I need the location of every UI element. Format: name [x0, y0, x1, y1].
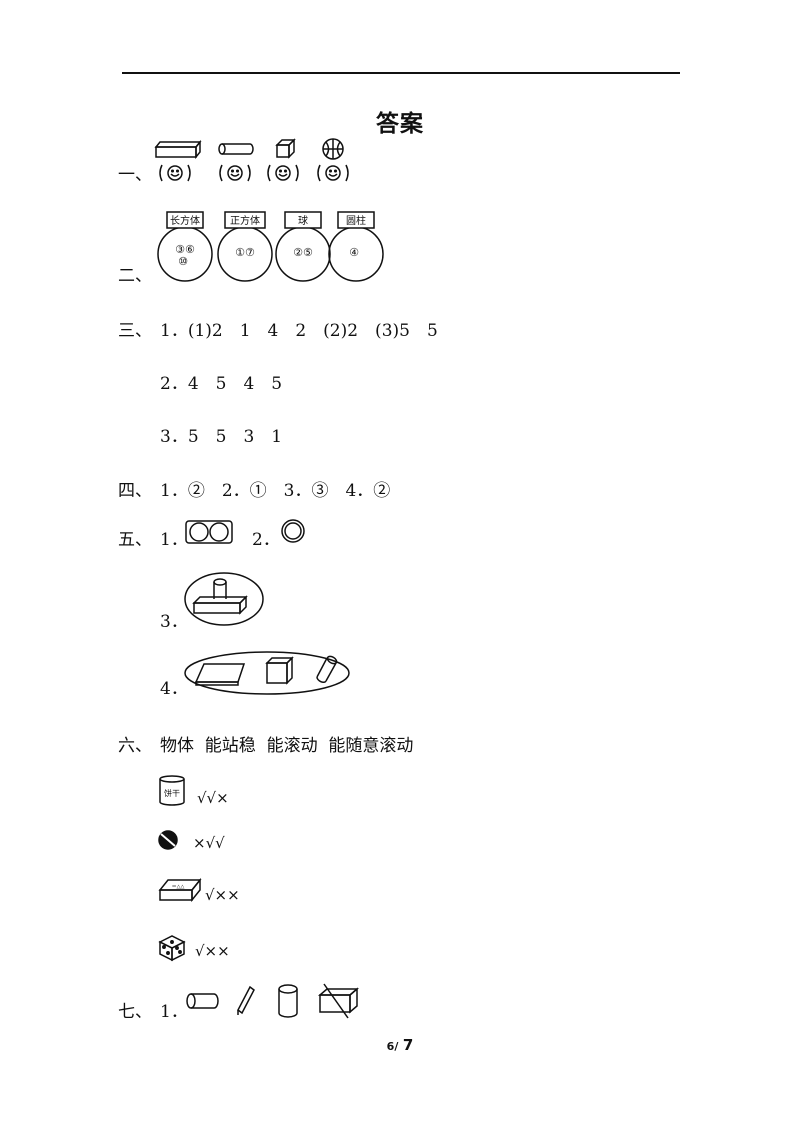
s3-line-3: 3．5 5 3 1: [160, 427, 283, 447]
section-4-label: 四、: [118, 481, 152, 501]
group-items: ⑩: [178, 255, 188, 268]
section-6-label: 六、: [118, 736, 152, 756]
group-label: 圆柱: [346, 214, 366, 227]
lying-cylinder-icon: [186, 993, 219, 1009]
page-separator: /: [394, 1040, 399, 1053]
ring-icon: [281, 519, 305, 543]
ball-icon: [158, 830, 178, 850]
three-shapes-ellipse-icon: [184, 651, 350, 695]
section-2-label: 二、: [118, 266, 152, 286]
smiley-icon: [219, 164, 251, 182]
s3-line-1: 1．(1)2 1 4 2 (2)2 (3)5 5: [160, 321, 438, 341]
section-1-shapes: [154, 138, 344, 160]
section-5-label: 五、: [118, 530, 152, 550]
s3-line-2: 2．4 5 4 5: [160, 374, 283, 394]
flat-box-icon: [154, 139, 202, 160]
section-1-smileys: [159, 164, 349, 182]
s6-row-4-marks: √××: [195, 942, 230, 960]
group-items: ④: [349, 246, 359, 259]
group-cube: 正方体 ①⑦: [217, 211, 273, 282]
section-7-label: 七、: [118, 1002, 152, 1022]
s6-header: 物体 能站稳 能滚动 能随意滚动: [160, 736, 414, 756]
basketball-icon: [322, 138, 344, 160]
s5-item-2: 2．: [252, 530, 280, 550]
group-cylinder: 圆柱 ④: [328, 211, 384, 282]
lying-cylinder-icon: [218, 143, 254, 155]
group-label: 正方体: [230, 214, 260, 227]
group-items: ②⑤: [293, 246, 313, 259]
smiley-icon: [159, 164, 191, 182]
s7-shapes: [186, 983, 360, 1019]
section-3-label: 三、: [118, 321, 152, 341]
group-items: ③⑥: [175, 243, 195, 256]
can-label: 饼干: [164, 788, 180, 798]
header-rule: [122, 72, 680, 74]
pencil-icon: [237, 985, 255, 1015]
section-1-label: 一、: [118, 165, 152, 185]
can-icon: 饼干: [159, 775, 185, 806]
cube-icon: [275, 138, 296, 159]
shape-sorting-circles: 长方体 ③⑥ ⑩ 正方体 ①⑦ 球 ②⑤ 圆柱 ④: [157, 211, 384, 282]
two-circles-in-box-icon: [185, 520, 233, 544]
group-items: ①⑦: [235, 246, 255, 259]
stacked-shapes-ellipse-icon: [184, 572, 264, 626]
s5-item-3: 3．: [160, 612, 188, 632]
s5-item-4: 4．: [160, 679, 188, 699]
s7-item-1: 1．: [160, 1002, 188, 1022]
s4-answers: 1．② 2．① 3．③ 4．②: [160, 481, 391, 501]
group-label: 球: [298, 214, 308, 227]
group-sphere: 球 ②⑤: [275, 211, 331, 282]
group-label: 长方体: [170, 214, 200, 227]
page-title: 答案: [376, 111, 424, 137]
box-icon: ＝△△: [158, 877, 202, 903]
page-total: 7: [402, 1036, 414, 1054]
s6-row-1-marks: √√×: [197, 789, 229, 807]
upright-cylinder-icon: [278, 984, 298, 1018]
smiley-icon: [267, 164, 299, 182]
s6-row-2-marks: ×√√: [193, 834, 225, 852]
page-current: 6: [386, 1040, 395, 1053]
dice-icon: [158, 935, 186, 962]
crossed-box-icon: [317, 983, 360, 1019]
page-number: 6/ 7: [0, 1036, 800, 1054]
s6-row-3-marks: √××: [205, 886, 240, 904]
smiley-icon: [317, 164, 349, 182]
s5-item-1: 1．: [160, 530, 188, 550]
svg-text:＝△△: ＝△△: [172, 884, 185, 890]
group-cuboid: 长方体 ③⑥ ⑩: [157, 211, 213, 282]
